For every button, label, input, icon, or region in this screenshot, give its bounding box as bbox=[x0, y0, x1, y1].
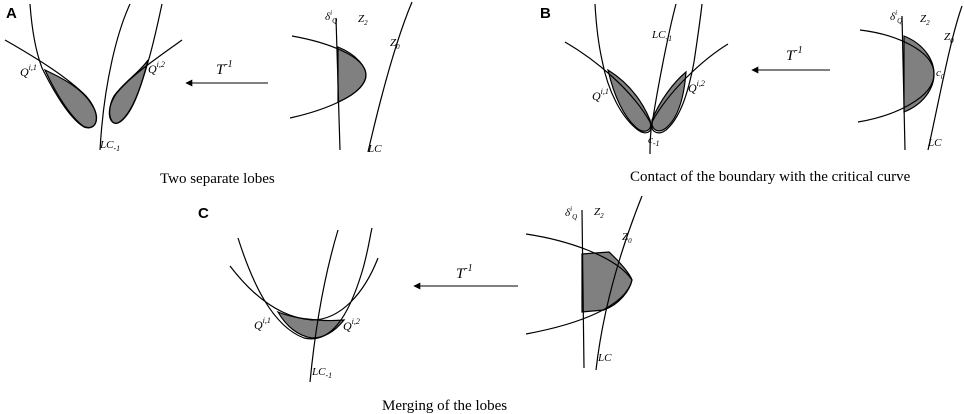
panel-a-lc-curve bbox=[367, 1, 413, 153]
panel-b-preimage: Qi,1 Qi,2 LC-1 c-1 bbox=[564, 3, 729, 155]
panel-c-z0-boundary-arc bbox=[525, 233, 633, 335]
panel-a-left-parabola bbox=[4, 3, 97, 129]
panel-c-lc-curve bbox=[595, 195, 643, 371]
panel-b-c-minus-1-label: c-1 bbox=[648, 134, 660, 148]
panel-b-delta-line bbox=[901, 15, 906, 151]
panel-c-z0-label: Z0 bbox=[622, 231, 632, 245]
panel-c-narrow-parabola bbox=[237, 227, 373, 340]
panel-c-z2-label: Z2 bbox=[594, 206, 604, 220]
panel-a-delta-line bbox=[335, 17, 341, 151]
panel-c-map-label: T-1 bbox=[456, 263, 473, 282]
panel-c-q2-label: Qi,2 bbox=[343, 317, 360, 333]
panel-a-z0-label: Z0 bbox=[390, 37, 400, 51]
panel-b-right-parabola bbox=[651, 3, 729, 134]
panel-a: A Qi,1 Qi,2 LC-1 T-1 δiQ Z2 Z0 LC Two se… bbox=[4, 1, 413, 187]
panel-c-letter: C bbox=[198, 205, 209, 222]
panel-b-lobe-left bbox=[607, 68, 652, 132]
panel-a-image: δiQ Z2 Z0 LC bbox=[289, 1, 413, 155]
panel-a-z0-boundary-arc bbox=[289, 35, 367, 119]
panel-a-lc-minus-1-label: LC-1 bbox=[99, 139, 120, 153]
panel-a-caption: Two separate lobes bbox=[160, 171, 275, 187]
panel-c-preimage: Qi,1 Qi,2 LC-1 bbox=[229, 227, 379, 383]
panel-b-lobe-right bbox=[651, 70, 687, 132]
panel-c: C Qi,1 Qi,2 LC-1 T-1 δiQ Z2 Z0 LC Mergin… bbox=[198, 195, 643, 414]
panel-b-left-parabola bbox=[564, 3, 652, 134]
panel-c-delta-label: δiQ bbox=[565, 205, 577, 221]
panel-c-lc-minus-1-curve bbox=[309, 229, 339, 383]
panel-b-shaded-region bbox=[903, 35, 935, 113]
panel-a-shaded-region bbox=[337, 46, 367, 103]
panel-a-right-parabola bbox=[108, 3, 183, 124]
panel-a-q2-label: Qi,2 bbox=[148, 60, 165, 76]
panel-b-z0-boundary-arc bbox=[857, 29, 935, 123]
panel-a-lc-minus-1-curve bbox=[99, 3, 131, 151]
panel-c-merged-lobe bbox=[276, 310, 346, 339]
panel-c-caption: Merging of the lobes bbox=[382, 398, 507, 414]
panel-c-shaded-region bbox=[581, 251, 633, 313]
panel-a-delta-label: δiQ bbox=[325, 9, 337, 25]
panel-b: B Qi,1 Qi,2 LC-1 c-1 T-1 δiQ Z2 Z0 c0 LC bbox=[540, 3, 963, 185]
panel-c-delta-line bbox=[581, 209, 585, 369]
panel-a-letter: A bbox=[6, 5, 17, 22]
panel-c-lc-label: LC bbox=[597, 352, 612, 364]
panel-c-lc-minus-1-label: LC-1 bbox=[311, 366, 332, 380]
panel-b-lc-minus-1-curve bbox=[649, 3, 677, 155]
panel-b-z2-label: Z2 bbox=[920, 13, 930, 27]
panel-b-q2-label: Qi,2 bbox=[688, 79, 705, 95]
panel-a-lc-label: LC bbox=[367, 143, 382, 155]
panel-b-image: δiQ Z2 Z0 c0 LC bbox=[857, 5, 963, 151]
panel-b-lc-label: LC bbox=[927, 137, 942, 149]
panel-b-map-label: T-1 bbox=[786, 45, 803, 64]
panel-b-z0-label: Z0 bbox=[944, 31, 954, 45]
panel-a-z2-label: Z2 bbox=[358, 13, 368, 27]
panel-a-preimage: Qi,1 Qi,2 LC-1 bbox=[4, 3, 183, 153]
panel-a-map-label: T-1 bbox=[216, 59, 233, 78]
panel-c-q1-label: Qi,1 bbox=[254, 316, 271, 332]
panel-b-caption: Contact of the boundary with the critica… bbox=[630, 169, 911, 185]
panel-c-wide-parabola bbox=[229, 257, 379, 321]
panel-c-image: δiQ Z2 Z0 LC bbox=[525, 195, 643, 371]
panel-b-delta-label: δiQ bbox=[890, 9, 902, 25]
panel-b-letter: B bbox=[540, 5, 551, 22]
panel-b-q1-label: Qi,1 bbox=[592, 87, 609, 103]
panel-b-c0-label: c0 bbox=[936, 67, 945, 81]
panel-b-lc-curve bbox=[927, 5, 963, 151]
panel-a-q1-label: Qi,1 bbox=[20, 63, 37, 79]
panel-b-lc-minus-1-label: LC-1 bbox=[651, 29, 672, 43]
